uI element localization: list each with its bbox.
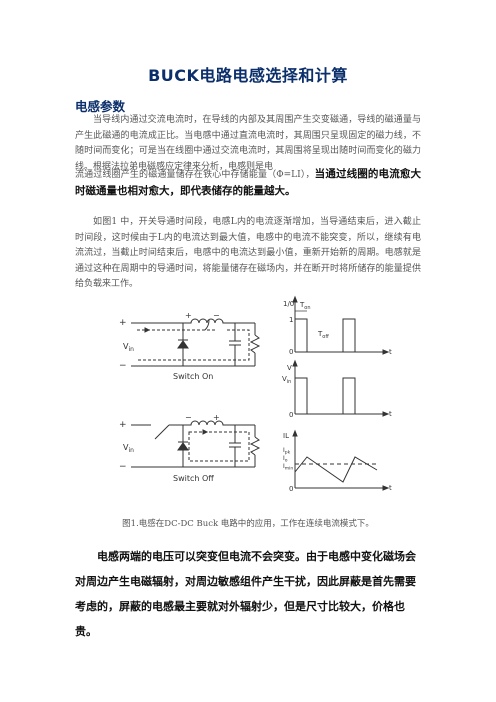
vin-label-2: Vin <box>123 443 134 454</box>
graph1-toff: Toff <box>317 330 329 340</box>
graph1-zero: 0 <box>289 348 293 356</box>
switch-on-label: Switch On <box>173 372 213 381</box>
energy-storage-normal: 流通过线圈产生的磁通量储存在铁心中存储能量（Φ=LI）， <box>75 170 315 180</box>
vin-text: V <box>123 342 129 351</box>
energy-storage-emphasis: 当通过线圈的电流愈大时磁通量也相对愈大，即代表储存的能量越大。 <box>75 168 422 197</box>
inductor-plus: + <box>185 311 192 320</box>
paragraph-shielding: 电感两端的电压可以突变但电流不会突变。由于电感中变化磁场会对周边产生电磁辐射，对… <box>75 550 416 638</box>
graph3-ipk: Ipk <box>283 447 291 456</box>
vin-text-2: V <box>123 443 129 452</box>
inductor-plus-2: + <box>213 413 220 422</box>
graph2-t: t <box>389 410 392 418</box>
graph3-imin: Imin <box>283 463 293 472</box>
minus-sign: − <box>119 361 127 371</box>
buck-circuit-figure: + − + − Vin Switch On + − − + Vin Switch… <box>119 295 392 493</box>
graph3-ylabel: IL <box>283 432 289 440</box>
graph3-zero: 0 <box>289 485 293 493</box>
graph1-t: t <box>389 348 392 356</box>
inductor-minus: − <box>213 311 220 320</box>
plus-sign-2: + <box>119 420 127 430</box>
graph3-t: t <box>389 484 392 492</box>
circuit-switch-off <box>131 420 261 468</box>
paragraph-energy-storage: 流通过线圈产生的磁通量储存在铁心中存储能量（Φ=LI），当通过线圈的电流愈大时磁… <box>75 167 421 200</box>
figure-caption: 图1.电感在DC-DC Buck 电路中的应用，工作在连续电流模式下。 <box>122 519 374 529</box>
graph2-ylabel: V <box>287 364 292 372</box>
plus-sign: + <box>119 318 127 328</box>
vin-sub: in <box>128 346 134 353</box>
switch-off-label: Switch Off <box>173 474 214 483</box>
graph3-io: Io <box>283 455 288 464</box>
paragraph-figure-explanation: 如图1 中，开关导通时间段，电感L内的电流逐渐增加，当导通结束后，进入截止时间段… <box>75 217 421 289</box>
section-heading: 电感参数 <box>75 99 126 114</box>
vin-sub-2: in <box>128 447 134 454</box>
graph2-zero: 0 <box>289 411 293 419</box>
document-title: BUCK电路电感选择和计算 <box>148 66 348 85</box>
paragraph-inductor-basics: 当导线内通过交流电流时，在导线的内部及其周围产生交变磁通，导线的磁通量与产生此磁… <box>75 115 421 172</box>
vin-label: Vin <box>123 342 134 353</box>
current-graph <box>292 429 390 491</box>
graph1-ton: Ton <box>299 301 311 311</box>
graph2-vin: Vin <box>282 375 291 385</box>
graph1-one: 1 <box>289 316 293 324</box>
circuit-switch-on <box>131 318 261 367</box>
inductor-minus-2: − <box>185 413 192 422</box>
switch-state-graph <box>292 295 390 355</box>
minus-sign-2: − <box>119 462 127 472</box>
voltage-graph <box>292 359 390 417</box>
graph1-ylabel: 1/0 <box>283 300 294 308</box>
